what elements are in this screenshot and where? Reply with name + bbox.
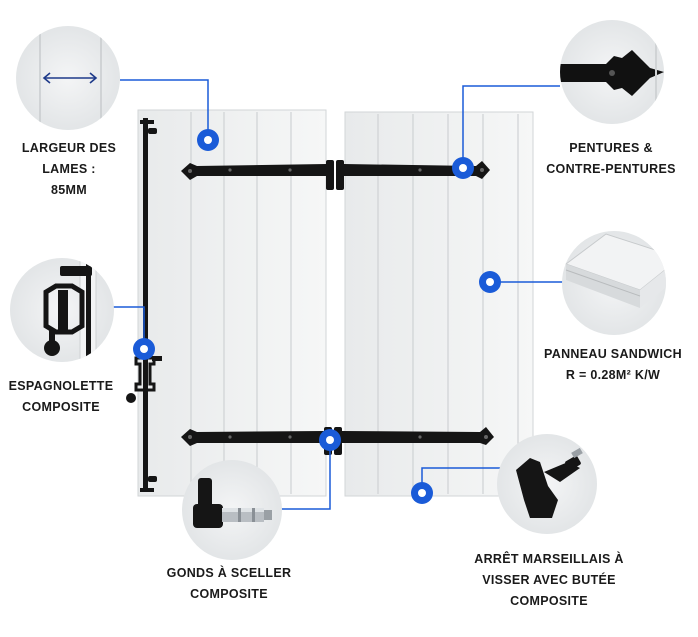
callout-dot-panneau xyxy=(479,271,501,293)
label-espagnolette: ESPAGNOLETTE COMPOSITE xyxy=(4,376,118,418)
label-panneau: PANNEAU SANDWICH R = 0.28M² K/W xyxy=(532,344,694,386)
espagnolette-icon xyxy=(43,258,97,362)
stop-icon xyxy=(516,447,583,518)
callout-dots xyxy=(133,129,501,504)
label-espagnolette-line1: ESPAGNOLETTE xyxy=(8,379,114,393)
label-arret-line1: ARRÊT MARSEILLAIS À xyxy=(474,552,624,566)
label-panneau-line1: PANNEAU SANDWICH xyxy=(544,347,682,361)
top-hinge-left xyxy=(181,160,334,190)
callout-dot-espagnolette xyxy=(133,338,155,360)
espagnolette-rod xyxy=(126,118,162,492)
label-largeur-line2: LAMES : xyxy=(42,162,96,176)
callout-dot-largeur xyxy=(197,129,219,151)
label-pentures-line1: PENTURES & xyxy=(569,141,653,155)
detail-gond xyxy=(182,460,282,560)
label-largeur-line1: LARGEUR DES xyxy=(21,141,117,155)
detail-lames-width xyxy=(16,26,120,130)
panel-corner-icon xyxy=(564,233,666,308)
label-arret-line3: COMPOSITE xyxy=(510,594,588,608)
top-hinge-right xyxy=(336,160,490,190)
detail-espagnolette xyxy=(10,258,114,362)
label-arret: ARRÊT MARSEILLAIS À VISSER AVEC BUTÉE CO… xyxy=(456,549,642,612)
label-arret-line2: VISSER AVEC BUTÉE xyxy=(482,573,616,587)
label-gonds-line1: GONDS À SCELLER xyxy=(166,566,292,580)
label-pentures-line2: CONTRE-PENTURES xyxy=(546,162,676,176)
label-espagnolette-line2: COMPOSITE xyxy=(22,400,100,414)
label-panneau-line2: R = 0.28M² K/W xyxy=(565,368,661,382)
callout-dot-gonds xyxy=(319,429,341,451)
label-gonds: GONDS À SCELLER COMPOSITE xyxy=(148,563,310,605)
label-largeur: LARGEUR DES LAMES : 85MM xyxy=(14,138,124,201)
width-arrow-icon xyxy=(42,72,98,84)
detail-stop xyxy=(497,434,597,534)
detail-panel-corner xyxy=(562,231,666,335)
gond-icon xyxy=(193,478,272,528)
label-pentures: PENTURES & CONTRE-PENTURES xyxy=(536,138,686,180)
callout-dot-arret xyxy=(411,482,433,504)
callout-dot-pentures xyxy=(452,157,474,179)
detail-hinge xyxy=(560,20,664,124)
label-gonds-line2: COMPOSITE xyxy=(190,587,268,601)
label-largeur-line3: 85MM xyxy=(51,183,87,197)
